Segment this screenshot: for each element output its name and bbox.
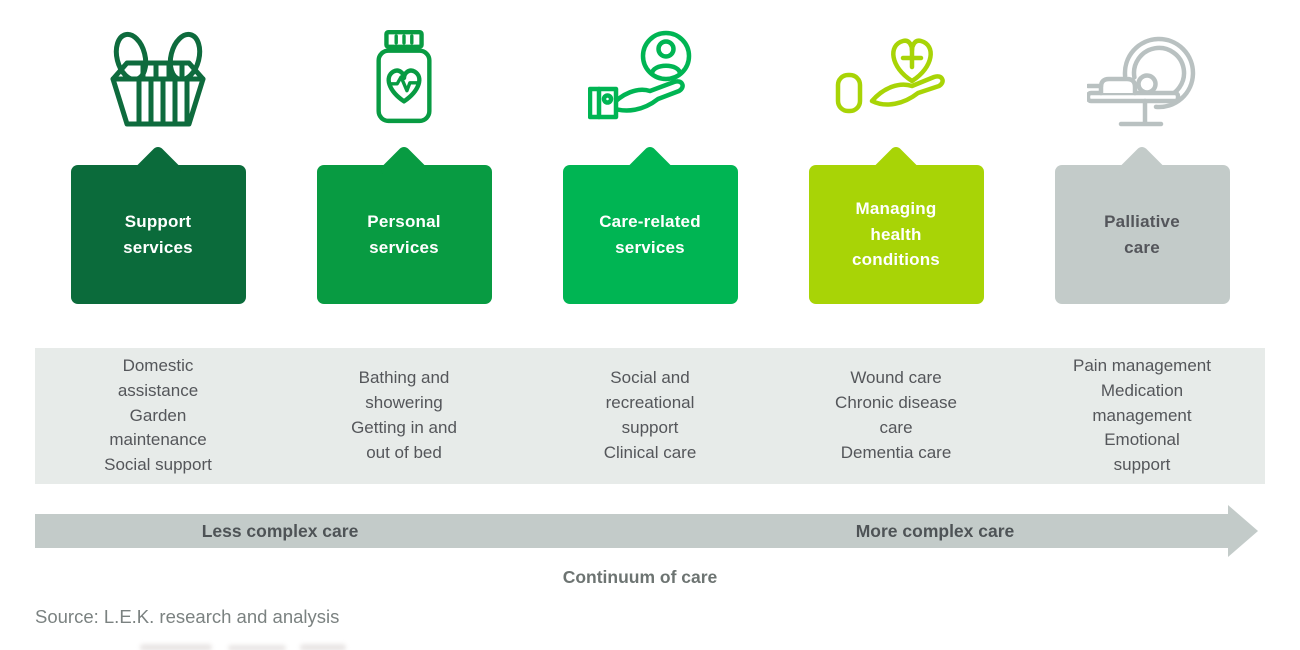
stage-icon-wrap xyxy=(1087,18,1197,165)
cut-off-text-artifact xyxy=(300,644,346,650)
stage-palliative-care: Palliative care xyxy=(1019,18,1265,304)
hand-holding-heart-icon xyxy=(835,38,945,114)
stage-title: Personal services xyxy=(367,212,441,257)
services-support: Domestic assistance Garden maintenance S… xyxy=(104,355,212,475)
cut-off-text-artifact xyxy=(140,644,212,650)
continuum-caption: Continuum of care xyxy=(562,567,718,587)
stage-box: Support services xyxy=(70,144,246,304)
complexity-arrow-bar xyxy=(35,514,1228,548)
stage-managing-health-conditions: Managing health conditions xyxy=(773,18,1019,304)
stage-box: Managing health conditions xyxy=(808,144,984,304)
stage-care-related-services: Care-related services xyxy=(527,18,773,304)
services-care-related: Social and recreational support Clinical… xyxy=(603,368,697,462)
stage-box: Care-related services xyxy=(562,144,738,304)
stage-columns: Support services Personal services xyxy=(35,18,1265,304)
mri-scanner-icon xyxy=(1087,36,1196,126)
arrow-head-icon xyxy=(1228,505,1258,557)
hand-holding-person-icon xyxy=(587,30,691,120)
stage-box: Personal services xyxy=(316,144,492,304)
stage-support-services: Support services xyxy=(35,18,281,304)
services-managing-health: Wound care Chronic disease care Dementia… xyxy=(835,368,957,462)
stage-icon-wrap xyxy=(832,18,960,165)
pill-bottle-heart-icon xyxy=(376,29,432,123)
cut-off-text-artifact xyxy=(228,645,286,650)
basket-icon xyxy=(110,31,206,126)
stage-title: Care-related services xyxy=(599,212,701,257)
more-complex-care-label: More complex care xyxy=(855,521,1015,541)
stage-personal-services: Personal services xyxy=(281,18,527,304)
stage-icon-wrap xyxy=(365,18,443,165)
stage-title: Support services xyxy=(123,212,193,257)
services-palliative: Pain management Medication management Em… xyxy=(1073,355,1211,475)
stage-box: Palliative care xyxy=(1054,144,1230,304)
stage-icon-wrap xyxy=(103,18,213,165)
stage-title: Managing health conditions xyxy=(852,199,940,270)
services-personal: Bathing and showering Getting in and out… xyxy=(351,368,457,462)
less-complex-care-label: Less complex care xyxy=(201,521,359,541)
stage-title: Palliative care xyxy=(1104,212,1180,257)
services-band: Domestic assistance Garden maintenance S… xyxy=(35,348,1265,484)
source-note: Source: L.E.K. research and analysis xyxy=(35,606,340,627)
stage-icon-wrap xyxy=(587,18,713,165)
